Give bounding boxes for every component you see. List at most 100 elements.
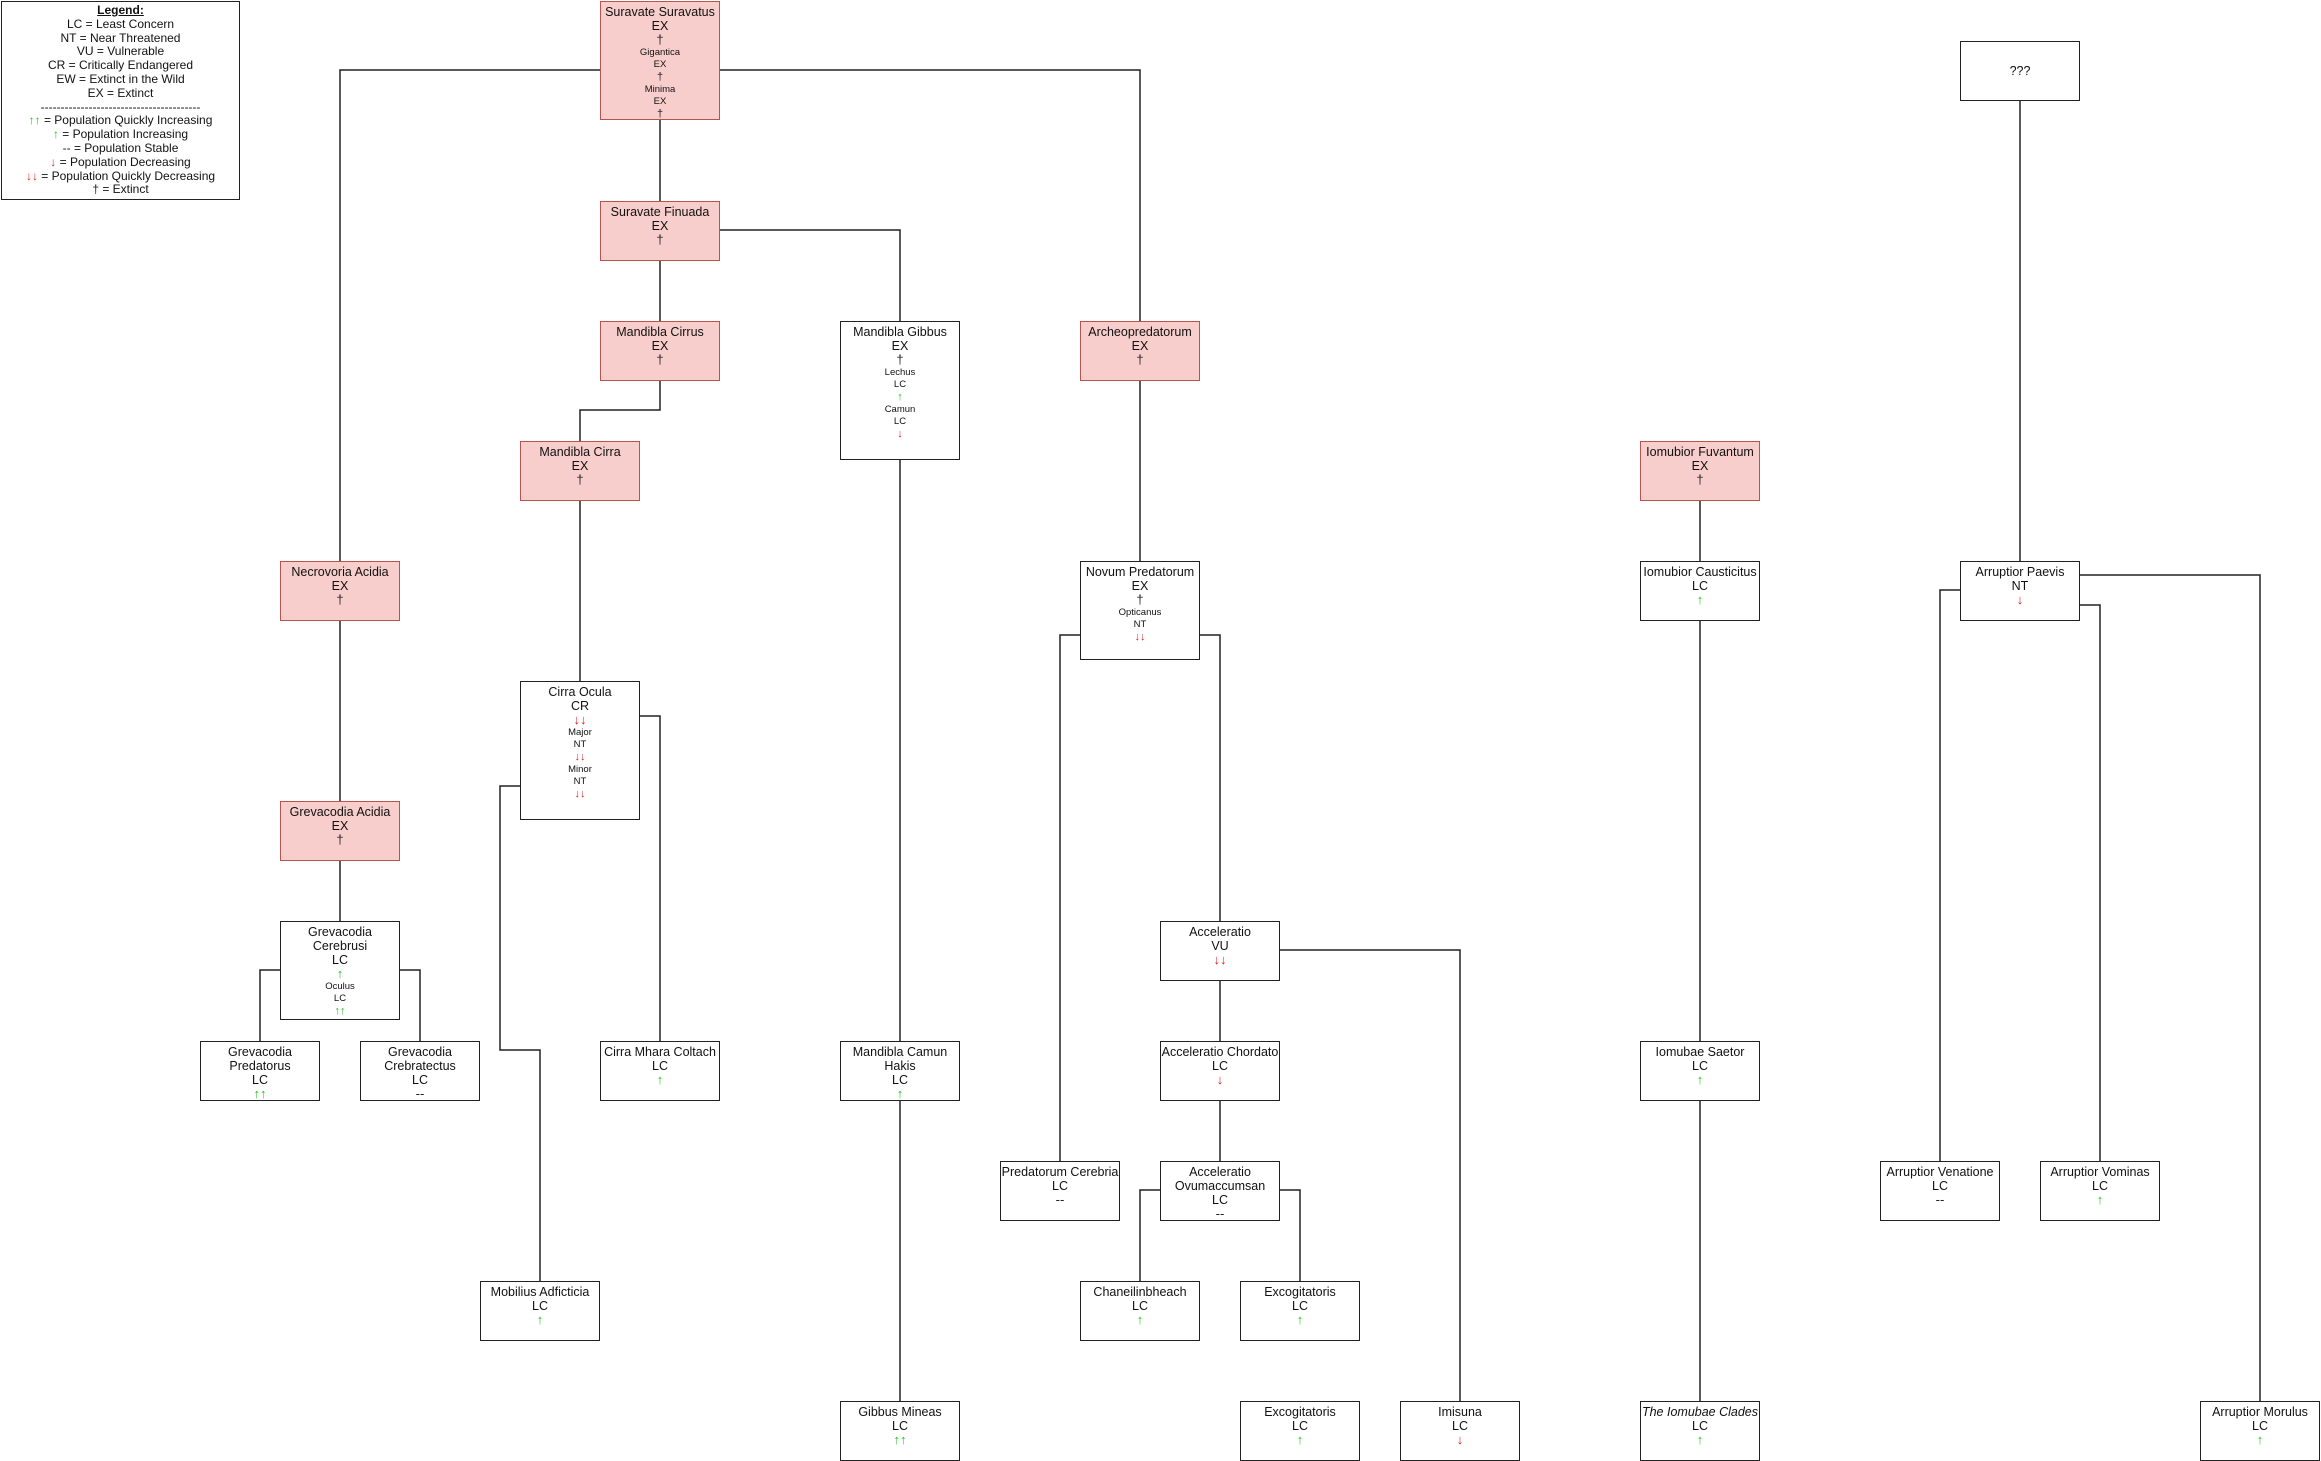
legend-row: EW = Extinct in the Wild (2, 71, 239, 87)
legend-row: EX = Extinct (2, 86, 239, 101)
connector-line (499, 785, 541, 1281)
conservation-status: LC (332, 953, 348, 967)
subspecies-trend-icon: † (656, 71, 664, 83)
species-name: ??? (2009, 64, 2031, 78)
species-name: Necrovoria Acidia (291, 565, 389, 579)
conservation-status: LC (1692, 1059, 1708, 1073)
conservation-status: LC (1132, 1299, 1148, 1313)
legend-text: EW = Extinct in the Wild (56, 71, 185, 86)
subspecies-trend-icon: † (656, 108, 664, 120)
legend-text: = Population Decreasing (56, 154, 191, 169)
species-name: Gibbus Mineas (858, 1405, 942, 1419)
population-trend-icon: -- (1055, 1192, 1065, 1207)
population-trend-icon: † (1136, 352, 1144, 367)
population-trend-icon: † (896, 352, 904, 367)
legend-row: CR = Critically Endangered (2, 58, 239, 73)
population-trend-icon: ↑↑ (893, 1432, 907, 1447)
population-trend-icon: † (656, 232, 664, 247)
population-trend-icon: ↓ (1456, 1432, 1464, 1447)
subspecies-trend-icon: ↓ (897, 428, 903, 440)
legend-title: Legend: (97, 3, 144, 17)
population-trend-icon: ↑ (1296, 1312, 1304, 1327)
conservation-status: LC (1212, 1059, 1228, 1073)
subspecies-name: Camun (884, 404, 916, 415)
conservation-status: LC (252, 1073, 268, 1087)
legend-row: ↓ = Population Decreasing (2, 154, 239, 170)
subspecies-name: Opticanus (1118, 607, 1162, 618)
species-node-unknown[interactable]: ??? (1960, 41, 2080, 101)
subspecies-status: NT (573, 776, 587, 787)
connector-line (400, 969, 421, 1041)
species-name: Iomubior Causticitus (1643, 565, 1757, 579)
population-trend-icon: ↑ (1696, 1072, 1704, 1087)
species-name: Novum Predatorum (1085, 565, 1195, 579)
legend-row: LC = Least Concern (2, 16, 239, 32)
legend-symbol: ↑↑ (28, 113, 41, 128)
conservation-status: LC (1692, 579, 1708, 593)
connector-line (2080, 604, 2101, 1161)
population-trend-icon: ↑ (2096, 1192, 2104, 1207)
subspecies-name: Lechus (884, 367, 916, 378)
population-trend-icon: ↓↓ (1213, 952, 1227, 967)
species-name: Acceleratio Chordato (1161, 1045, 1279, 1059)
legend-text: LC = Least Concern (66, 16, 175, 31)
species-name: Cirra Ocula (548, 685, 612, 699)
conservation-status: LC (412, 1073, 428, 1087)
conservation-status: LC (2252, 1419, 2268, 1433)
species-name: Chaneilinbheach (1093, 1285, 1187, 1299)
species-name: Iomubae Saetor (1655, 1045, 1745, 1059)
population-trend-icon: ↑↑ (253, 1086, 267, 1101)
species-name: Suravate Finuada (610, 205, 710, 219)
subspecies-status: NT (1133, 619, 1147, 630)
population-trend-icon: ↑ (656, 1072, 664, 1087)
legend-text: = Population Quickly Increasing (40, 113, 213, 128)
conservation-status: LC (1932, 1179, 1948, 1193)
species-name: Imisuna (1438, 1405, 1482, 1419)
population-trend-icon: † (336, 832, 344, 847)
conservation-status: EX (331, 579, 349, 593)
connector-line (720, 69, 1141, 321)
population-trend-icon: ↓↓ (573, 712, 587, 727)
conservation-status: EX (1131, 579, 1149, 593)
legend-row: ↓↓ = Population Quickly Decreasing (2, 169, 239, 184)
subspecies-trend-icon: ↑↑ (334, 1005, 346, 1017)
legend-symbol: ↑ (52, 127, 59, 142)
connector-line (259, 969, 280, 1041)
legend-row: VU = Vulnerable (2, 44, 239, 59)
species-name: Suravate Suravatus (605, 5, 715, 19)
species-name: The Iomubae Clades (1641, 1405, 1759, 1419)
